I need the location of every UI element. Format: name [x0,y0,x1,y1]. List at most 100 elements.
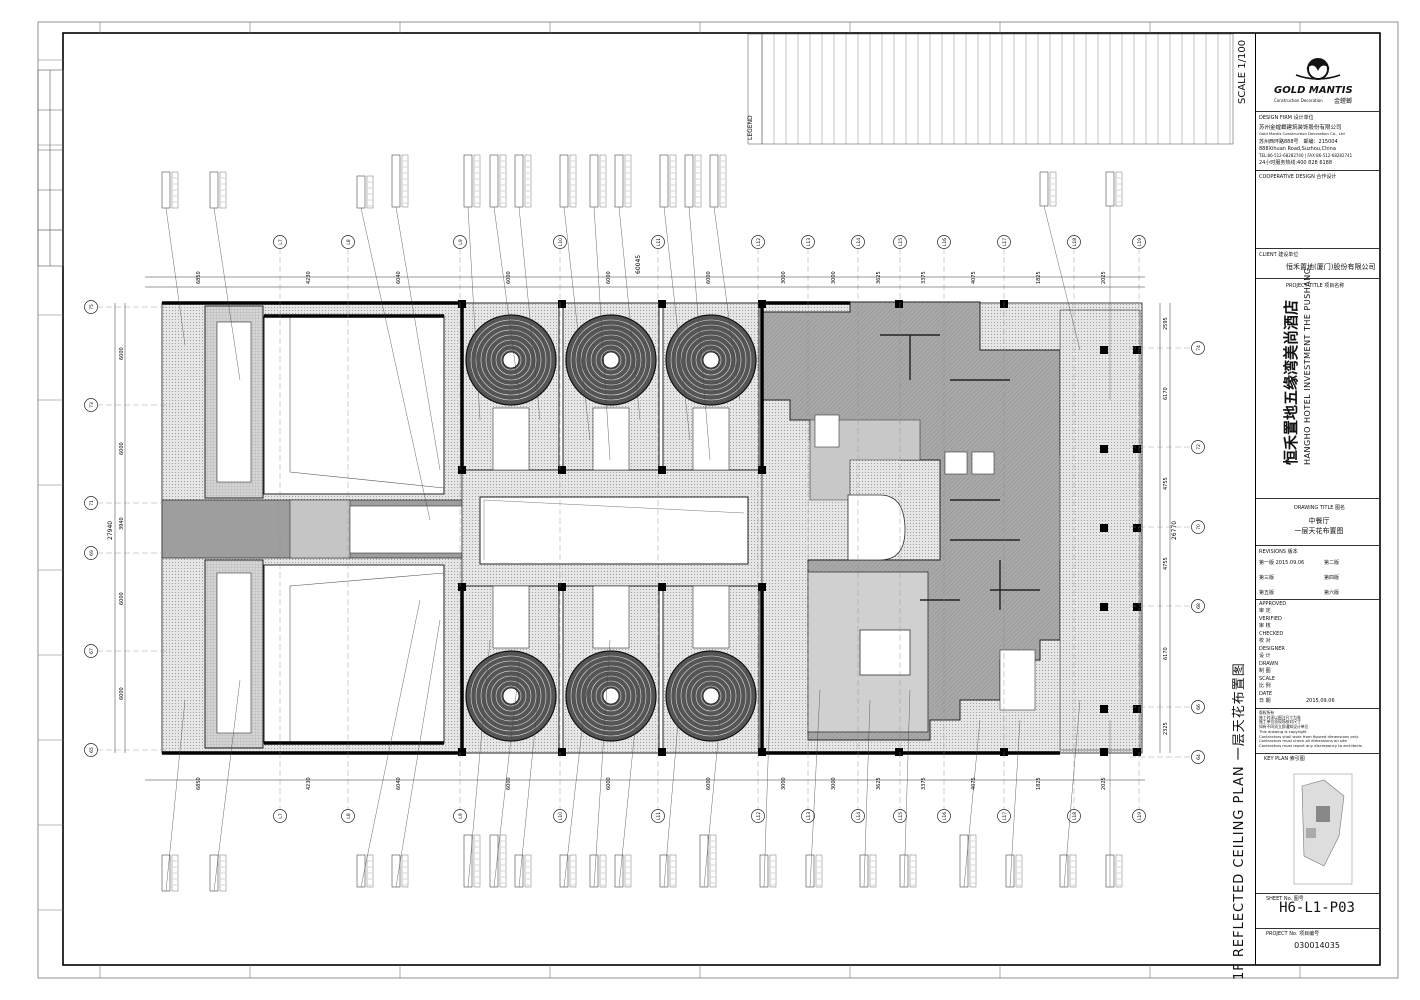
dim-label: 4755 [1163,477,1169,490]
grid-bubble-bottom [273,809,287,823]
gold-mantis-logo [1295,58,1341,80]
grid-bubble-bottom-label: L19 [1137,812,1143,820]
grid-bubble-bottom-label: L13 [806,812,812,820]
ceiling-tag [959,834,969,888]
grid-bubble-top-label: L7 [278,239,284,245]
grid-bubble-top-label: L9 [458,239,464,245]
scale-label: SCALE [1259,676,1276,682]
ceiling-tag [1039,171,1049,207]
drawn-cn: 制 图 [1259,668,1271,674]
structural-column [758,466,766,474]
grid-bubble-top [937,235,951,249]
revisions-label: REVISIONS 版本 [1259,549,1298,555]
grid-bubble-bottom-label: L8 [346,813,352,819]
structural-column [458,583,466,591]
grid-bubble-bottom-label: L11 [656,812,662,820]
date-label: DATE [1259,691,1273,697]
approved-cn: 审 定 [1259,608,1271,614]
grid-bubble-bottom [801,809,815,823]
grid-bubble-top-label: L14 [856,238,862,246]
ceiling-tag [463,154,473,208]
grid-bubble-top-label: L16 [942,238,948,246]
title-block: GOLD MANTIS Construction Decoration 金螳螂 … [1255,33,1381,965]
dim-label: 6000 [119,687,125,700]
ceiling-tag [391,154,401,208]
note-line: 如有不同须立即通知设计单位 [1259,724,1309,730]
ceiling-tag [559,854,569,888]
grid-bubble-right-label: 72 [1196,444,1202,450]
grid-bubble-top [453,235,467,249]
dim-label: 4075 [971,271,977,284]
structural-column [558,748,566,756]
revision-1: 第一版 2015.09.06 [1259,560,1305,566]
grid-bubble-top-label: L17 [1002,238,1008,246]
note-line: Contractors must check all dimensions on… [1259,738,1347,744]
structural-column [658,583,666,591]
dim-label: 6170 [1163,647,1169,660]
grid-bubble-bottom [453,809,467,823]
grid-bubble-right [1191,440,1205,454]
ceiling-tag [684,154,694,208]
grid-bubble-bottom-label: L18 [1072,812,1078,820]
plan-title: 1F REFLECTED CEILING PLAN 一层天花布置图 [1232,662,1247,980]
project-number: 030014035 [1294,941,1340,950]
project-name-en: HANGHO HOTEL INVESTMENT THE PUSHANG [1303,267,1312,465]
structural-column [558,583,566,591]
structural-column [758,300,766,308]
verified-label: VERIFIED [1259,616,1282,622]
grid-bubble-top [651,235,665,249]
structural-column [558,466,566,474]
dim-label: 2025 [1101,777,1107,790]
grid-bubble-left-label: 65 [89,747,95,753]
dim-label: 3000 [831,777,837,790]
grid-bubble-bottom-label: L16 [942,812,948,820]
logo-cn: 金螳螂 [1334,98,1353,105]
grid-bubble-left [84,398,98,412]
grid-bubble-top [1132,235,1146,249]
dim-label: 6000 [119,442,125,455]
grid-bubble-left [84,743,98,757]
grid-bubble-bottom [651,809,665,823]
dim-label: 6000 [706,271,712,284]
dim-label: 3000 [831,271,837,284]
ceiling-tag [356,854,366,888]
ceiling-tag [614,154,624,208]
structural-column [1100,346,1108,354]
drawing-title-line1: 中餐厅 [1308,517,1330,525]
dim-label: 3375 [921,271,927,284]
grid-bubble-bottom [1067,809,1081,823]
grid-bubble-top [553,235,567,249]
checked-cn: 校 对 [1259,638,1271,644]
grid-bubble-right [1191,700,1205,714]
dim-total-left: 27940 [107,521,114,540]
client-label: CLIENT 建设单位 [1259,252,1299,258]
drawing-title-line2: 一层天花布置图 [1294,527,1344,535]
dim-label: 4230 [306,777,312,790]
dim-label: 6000 [119,347,125,360]
design-firm-hotline: 24小时服务热线:400 828 6188 [1259,160,1333,166]
note-line: This drawing is copyright [1259,728,1307,734]
grid-bubble-bottom-label: L17 [1002,812,1008,820]
grid-bubble-top [893,235,907,249]
grid-bubble-top-label: L15 [898,238,904,246]
ceiling-tag [463,834,473,888]
grid-bubble-bottom-label: L9 [458,813,464,819]
ceiling-tag [209,171,219,209]
grid-bubble-top [801,235,815,249]
grid-bubble-top-label: L8 [346,239,352,245]
ceiling-tag [1105,171,1115,207]
ceiling-tag [1005,854,1015,888]
grid-bubble-left [84,546,98,560]
structural-column [1100,705,1108,713]
grid-bubble-top [341,235,355,249]
grid-bubble-top-label: L19 [1137,238,1143,246]
grid-bubble-left-label: 75 [89,304,95,310]
grid-bubble-top [273,235,287,249]
structural-column [1133,748,1141,756]
designer-label: DESIGNER [1259,646,1285,652]
drawing-title-label: DRAWING TITLE 图名 [1294,505,1346,511]
project-title-label: PROJECT TITLE 项目名称 [1286,283,1345,289]
dim-total-top: 60045 [635,255,642,274]
dim-total-right: 26770 [1171,521,1178,540]
grid-bubble-left-label: 71 [89,500,95,506]
